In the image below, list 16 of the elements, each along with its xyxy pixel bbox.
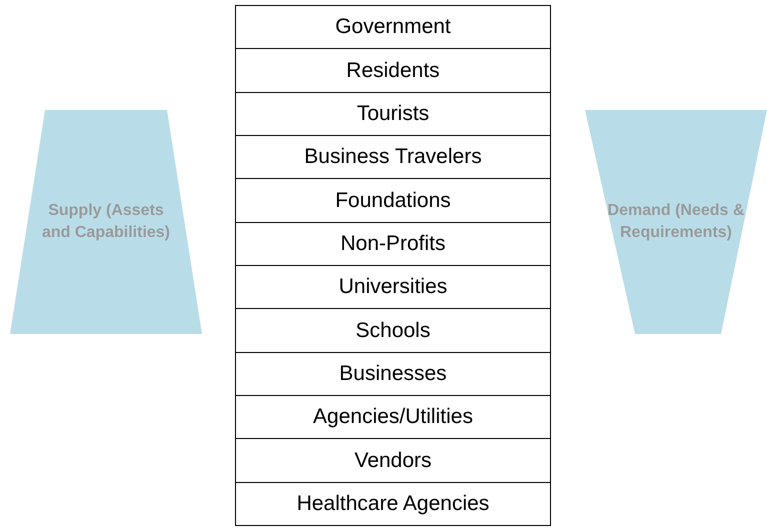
table-cell: Schools [235,308,551,354]
table-cell: Foundations [235,178,551,224]
table-cell: Government [235,5,551,50]
table-cell: Business Travelers [235,135,551,180]
trapezoid-label: Demand (Needs & Requirements) [606,201,746,243]
table-cell: Businesses [235,352,551,396]
trapezoid-shape [585,110,767,334]
trapezoid-shape [10,110,202,334]
table-cell: Vendors [235,438,551,484]
table-cell: Non-Profits [235,222,551,266]
table-cell: Agencies/Utilities [235,395,551,440]
table-cell: Tourists [235,92,551,136]
table-cell: Residents [235,48,551,94]
table-cell: Healthcare Agencies [235,482,551,526]
trapezoid-label: Supply (Assets and Capabilities) [40,201,172,243]
table-cell: Universities [235,265,551,310]
